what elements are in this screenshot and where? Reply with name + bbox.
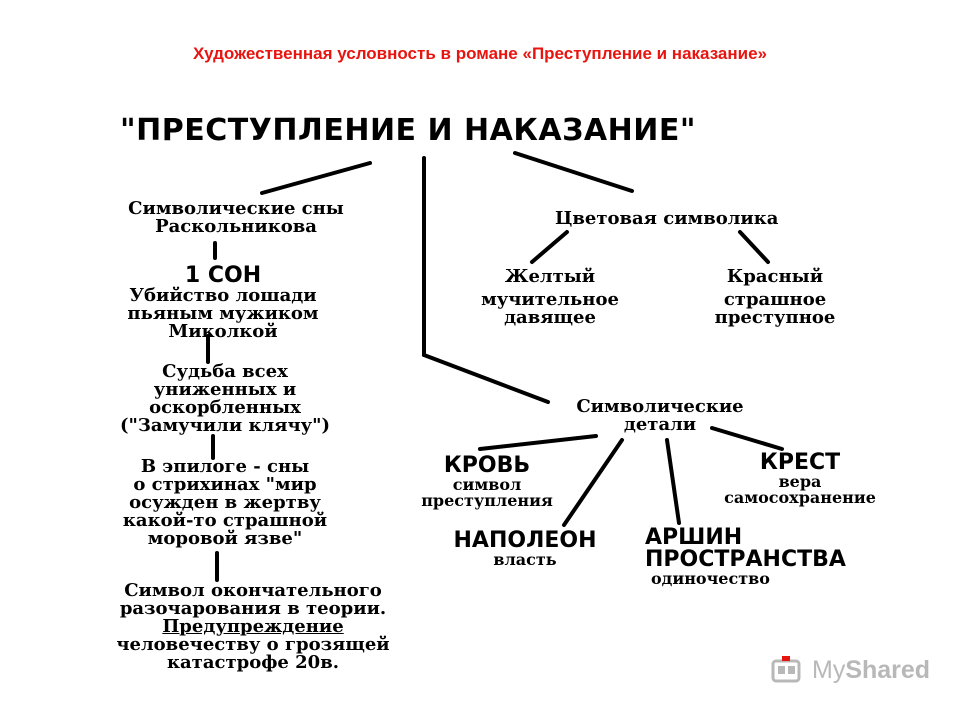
first-dream-line: Убийство лошади xyxy=(129,285,317,306)
dreams-heading-line: Символические сны xyxy=(128,198,344,219)
detail-cross: КРЕСТ вера самосохранение xyxy=(700,452,900,506)
epilogue-line: осужден в жертву xyxy=(129,492,321,513)
watermark: MyShared xyxy=(770,655,930,685)
color-red-meaning: страшное xyxy=(723,289,827,310)
dreams-heading-line: Раскольникова xyxy=(155,216,317,237)
connector-colors-red xyxy=(738,230,770,264)
connector-details-blood xyxy=(478,434,598,451)
epilogue-line: о стрихинах "мир xyxy=(133,474,317,495)
detail-napoleon: НАПОЛЕОН власть xyxy=(425,530,625,568)
detail-arshin-meaning: одиночество xyxy=(651,569,770,588)
final-symbol-block: Символ окончательного разочарования в те… xyxy=(98,582,408,672)
slide-title: Художественная условность в романе «Прес… xyxy=(192,44,767,63)
detail-arshin-name: ПРОСТРАНСТВА xyxy=(645,547,846,572)
color-symbolism-heading: Цветовая символика xyxy=(555,208,779,229)
connector-root-dreams xyxy=(260,161,372,195)
color-yellow-meaning: давящее xyxy=(504,307,596,328)
warning-label: Предупреждение xyxy=(162,616,344,637)
color-yellow: Желтый мучительное давящее xyxy=(470,268,630,327)
first-dream-line: Миколкой xyxy=(168,321,278,342)
fate-line: Судьба всех xyxy=(162,361,288,382)
details-heading-line: Символические xyxy=(576,396,744,417)
epilogue-block: В эпилоге - сны о стрихинах "мир осужден… xyxy=(100,458,350,548)
detail-blood-meaning: символ xyxy=(452,475,522,494)
epilogue-line: моровой язве" xyxy=(147,528,303,549)
final-symbol-line: Символ окончательного xyxy=(124,580,382,601)
details-heading-line: детали xyxy=(623,414,697,435)
connector-colors-yellow xyxy=(530,230,569,264)
fate-line: ("Замучили клячу") xyxy=(119,415,331,436)
detail-napoleon-name: НАПОЛЕОН xyxy=(453,528,597,553)
color-yellow-name: Желтый xyxy=(504,266,596,287)
detail-arshin-name: АРШИН xyxy=(645,525,743,550)
epilogue-line: В эпилоге - сны xyxy=(140,456,310,477)
first-dream-line: пьяным мужиком xyxy=(127,303,319,324)
detail-cross-name: КРЕСТ xyxy=(759,450,841,475)
root-node: "ПРЕСТУПЛЕНИЕ И НАКАЗАНИЕ" xyxy=(120,113,696,148)
final-symbol-line: человечеству о грозящей xyxy=(116,634,390,655)
fate-line: униженных и xyxy=(153,379,297,400)
color-red: Красный страшное преступное xyxy=(700,268,850,327)
mortarboard-icon xyxy=(771,656,801,683)
detail-arshin: АРШИН ПРОСТРАНСТВА одиночество xyxy=(645,527,846,587)
detail-blood-meaning: преступления xyxy=(421,491,553,510)
fate-line: оскорбленных xyxy=(149,397,301,418)
color-red-name: Красный xyxy=(726,266,824,287)
detail-cross-meaning: вера xyxy=(778,472,822,491)
details-heading: Символические детали xyxy=(560,398,760,434)
fate-block: Судьба всех униженных и оскорбленных ("З… xyxy=(100,363,350,435)
connector-details-arshin xyxy=(665,438,681,525)
watermark-brand-bold: Shared xyxy=(845,655,931,684)
detail-blood-name: КРОВЬ xyxy=(443,453,531,478)
color-yellow-meaning: мучительное xyxy=(481,289,619,310)
final-symbol-line: катастрофе 20в. xyxy=(167,652,339,673)
detail-blood: КРОВЬ символ преступления xyxy=(392,455,582,509)
first-dream-title: 1 СОН xyxy=(184,263,262,288)
connector-details-cross xyxy=(710,426,784,451)
dreams-heading: Символические сны Раскольникова xyxy=(108,200,364,236)
first-dream: 1 СОН Убийство лошади пьяным мужиком Мик… xyxy=(108,265,338,341)
final-symbol-line: разочарования в теории. xyxy=(119,598,387,619)
detail-napoleon-meaning: власть xyxy=(493,550,557,569)
connector-details-bend xyxy=(422,353,550,404)
connector-root-colors xyxy=(513,151,634,193)
connector-details-napoleon xyxy=(562,438,624,527)
watermark-brand-light: My xyxy=(812,655,846,684)
detail-cross-meaning: самосохранение xyxy=(724,488,876,507)
epilogue-line: какой-то страшной xyxy=(122,510,328,531)
color-red-meaning: преступное xyxy=(714,307,836,328)
